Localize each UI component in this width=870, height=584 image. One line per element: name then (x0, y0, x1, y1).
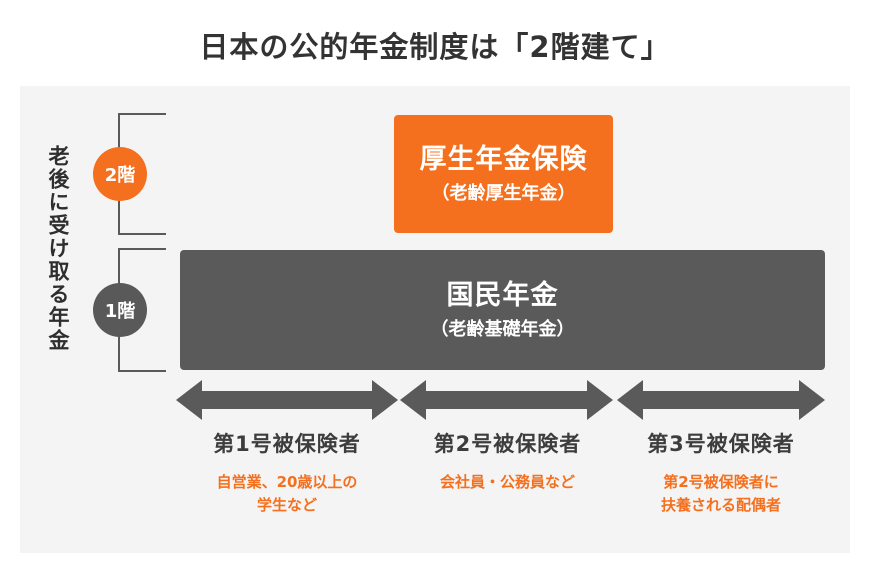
tier-box-employees-pension-title: 厚生年金保険 (419, 143, 588, 175)
category-1-detail-line-2: 学生など (256, 495, 317, 514)
category-1-heading: 第1号被保険者 (213, 432, 361, 456)
category-column-3: 第3号被保険者 第2号被保険者に 扶養される配偶者 (617, 432, 825, 516)
category-3-detail-line-1: 第2号被保険者に (663, 473, 779, 492)
range-arrow-category-1 (176, 380, 398, 420)
category-2-detail: 会社員・公務員など (400, 471, 615, 494)
floor-badge-first: 1階 (93, 283, 147, 337)
tier-box-employees-pension-subtitle: （老齢厚生年金） (431, 182, 576, 204)
category-2-heading: 第2号被保険者 (433, 432, 582, 456)
category-column-1: 第1号被保険者 自営業、20歳以上の 学生など (176, 432, 398, 516)
category-3-heading: 第3号被保険者 (647, 432, 795, 456)
floor-badge-first-label: 1階 (104, 301, 136, 322)
category-column-2: 第2号被保険者 会社員・公務員など (400, 432, 615, 494)
vertical-axis-label: 老後に受け取る年金 (46, 144, 70, 352)
range-arrow-category-2 (400, 380, 613, 420)
category-3-detail: 第2号被保険者に 扶養される配偶者 (617, 471, 825, 516)
tier-box-national-pension: 国民年金 （老齢基礎年金） (180, 250, 825, 370)
page-title: 日本の公的年金制度は「2階建て」 (199, 30, 671, 64)
tier-box-employees-pension: 厚生年金保険 （老齢厚生年金） (394, 115, 613, 233)
tier-box-national-pension-title: 国民年金 (446, 279, 559, 311)
category-2-detail-line-1: 会社員・公務員など (439, 473, 575, 492)
category-1-detail-line-1: 自営業、20歳以上の (216, 473, 358, 492)
tier-box-national-pension-subtitle: （老齢基礎年金） (430, 318, 575, 340)
floor-badge-second-label: 2階 (104, 165, 136, 186)
category-1-detail: 自営業、20歳以上の 学生など (176, 471, 398, 516)
floor-badge-second: 2階 (93, 147, 147, 201)
category-3-detail-line-2: 扶養される配偶者 (660, 495, 781, 514)
range-arrow-category-3 (617, 380, 825, 420)
